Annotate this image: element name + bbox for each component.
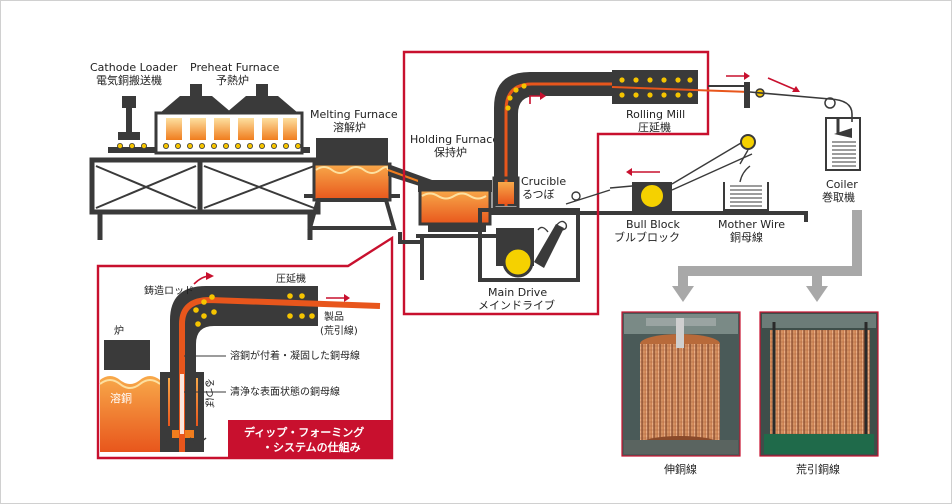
detail-crucible-label: るつぼ xyxy=(203,378,215,408)
detail-casting-machine xyxy=(99,286,381,452)
bull-block-label-ja: ブルブロック xyxy=(614,230,680,244)
mother-wire-label-en: Mother Wire xyxy=(718,218,785,231)
flow-arrow-1 xyxy=(529,95,542,104)
holding-furnace-label-en: Holding Furnace xyxy=(410,133,499,146)
rolling-mill-label-en: Rolling Mill xyxy=(626,108,685,121)
detail-furnace-label: 炉 xyxy=(114,325,124,337)
detail-arrowhead-2 xyxy=(344,294,350,302)
rolling-mill-label-ja: 圧延機 xyxy=(638,120,671,134)
photo-right-caption: 荒引銅線 xyxy=(796,462,840,476)
flow-arrowhead-1 xyxy=(540,92,546,100)
main-drive-label-ja: メインドライブ xyxy=(478,298,555,312)
bull-block-label-en: Bull Block xyxy=(626,218,681,231)
flow-arrow-3 xyxy=(767,77,797,91)
photo-drawn-wire xyxy=(621,311,741,457)
cathode-loader xyxy=(118,96,140,140)
flow-arrowhead-2 xyxy=(744,72,750,80)
detail-product-sub-label: (荒引線) xyxy=(320,324,358,337)
detail-arrowhead-1 xyxy=(206,272,214,280)
flow-arrowhead-3 xyxy=(792,86,800,92)
main-drive xyxy=(478,189,611,282)
conveyor-dots xyxy=(117,142,301,149)
coiler xyxy=(749,88,861,171)
rolling-mill xyxy=(611,70,751,108)
cathode-loader-label-en: Cathode Loader xyxy=(90,61,178,74)
detail-molten-copper-label: 溶銅 xyxy=(110,391,132,405)
melting-furnace-label-ja: 溶解炉 xyxy=(333,120,366,134)
photo-left-caption: 伸銅線 xyxy=(664,462,697,476)
crucible-label-ja: るつぼ xyxy=(522,188,555,201)
coiler-label-ja: 巻取機 xyxy=(822,190,855,204)
melting-furnace xyxy=(304,138,433,230)
preheat-furnace xyxy=(154,84,304,155)
cathode-loader-label-ja: 電気銅搬送機 xyxy=(96,73,162,87)
preheat-furnace-label-en: Preheat Furnace xyxy=(190,61,280,74)
detail-rolling-mill-label: 圧延機 xyxy=(276,272,306,285)
coiler-label-en: Coiler xyxy=(826,178,858,191)
detail-cast-rod-label: 鋳造ロッド xyxy=(144,284,194,297)
casting-tower xyxy=(492,72,620,210)
detail-inset-outline xyxy=(96,235,394,460)
holding-furnace-label-ja: 保持炉 xyxy=(434,145,467,159)
mother-wire-coil xyxy=(723,165,769,211)
zoom-region-outline xyxy=(402,50,710,316)
detail-note-clean: 清浄な表面状態の銅母線 xyxy=(230,385,340,398)
flow-arrowhead-4 xyxy=(626,168,632,176)
mother-wire-label-ja: 銅母線 xyxy=(730,230,763,244)
crucible-label-en: Crucible xyxy=(521,175,566,188)
detail-product-label: 製品 xyxy=(324,310,344,323)
detail-title-box xyxy=(228,420,392,458)
melting-furnace-label-en: Melting Furnace xyxy=(310,108,398,121)
photo-rough-wire xyxy=(759,311,879,457)
main-drive-label-en: Main Drive xyxy=(488,286,547,299)
detail-note-coated: 溶銅が付着・凝固した銅母線 xyxy=(230,349,360,362)
output-arrows xyxy=(672,210,862,302)
detail-title-line1: ディップ・フォーミング xyxy=(244,425,364,439)
detail-title-line2: ・システムの仕組み xyxy=(262,440,361,454)
holding-furnace xyxy=(398,180,500,280)
bull-block xyxy=(609,134,756,212)
preheat-furnace-label-ja: 予熱炉 xyxy=(216,74,249,87)
